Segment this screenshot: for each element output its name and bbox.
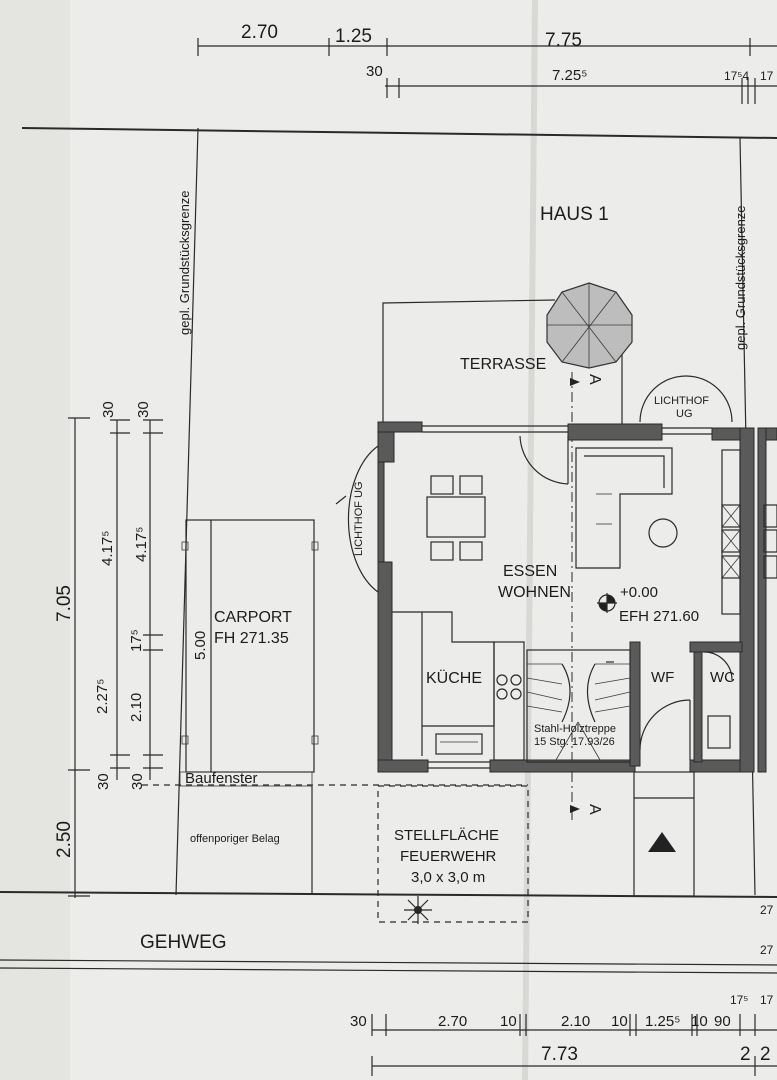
dim-c2-bot: 30 — [129, 773, 146, 790]
right-edge-dim-2: 27 — [760, 943, 774, 957]
stair-label-1: Stahl-Holztreppe — [534, 723, 616, 735]
room-label-wohnen: WOHNEN — [498, 584, 571, 601]
right-edge-dim-1: 27 — [760, 903, 774, 917]
dim-c2-mid: 4.17⁵ — [133, 527, 150, 562]
shelf-icon — [721, 504, 777, 579]
paper-shadow-left — [0, 0, 70, 1080]
chair — [459, 475, 483, 495]
entrance-triangle-icon — [648, 832, 676, 852]
dim-bottom-h: 90 — [714, 1013, 731, 1030]
carport-label-2: FH 271.35 — [214, 630, 289, 647]
dim-c1-mid: 4.17⁵ — [99, 531, 116, 566]
dim-c2-a: 17⁵ — [128, 629, 145, 652]
sofa — [575, 447, 673, 569]
dim-bottom-k: 7.73 — [541, 1044, 578, 1065]
oven — [435, 733, 483, 755]
carport-label-1: CARPORT — [214, 609, 292, 626]
house-label: HAUS 1 — [540, 204, 609, 225]
front-yard: Baufenster offenporiger Belag STELLFLÄCH… — [142, 770, 695, 924]
umbrella-icon — [546, 282, 633, 369]
level-value: +0.00 — [620, 584, 658, 601]
room-label-essen: ESSEN — [503, 563, 557, 580]
baufenster-label: Baufenster — [185, 770, 258, 787]
stellflaeche-label-1: STELLFLÄCHE — [394, 827, 499, 844]
cooktop-icon — [496, 674, 522, 700]
dim-top-6: 17⁵4 — [724, 69, 749, 83]
dim-c2-low: 2.10 — [128, 693, 145, 722]
room-label-kueche: KÜCHE — [426, 669, 482, 687]
dim-c2-top: 30 — [135, 401, 152, 418]
gehweg-label: GEHWEG — [140, 932, 227, 953]
section-label-top: A — [586, 374, 603, 385]
left-dimension-chains: 7.05 2.50 30 4.17⁵ 2.27⁵ 30 30 4.17⁵ 17⁵… — [54, 401, 163, 898]
top-dimension-chain: 2.70 1.25 7.75 30 7.25⁵ 17⁵4 17 — [197, 22, 777, 104]
dim-bottom-f: 1.25⁵ — [645, 1013, 680, 1030]
furniture — [392, 435, 777, 763]
lamp-icon — [404, 896, 432, 924]
lichthof-top-label-2: UG — [676, 408, 693, 420]
bottom-dimension-chains: 30 2.70 10 2.10 10 1.25⁵ 10 90 17⁵ 17 7.… — [350, 993, 777, 1076]
stellflaeche-label-2: FEUERWEHR — [400, 848, 497, 865]
terrace-label: TERRASSE — [460, 356, 546, 373]
staircase — [526, 649, 631, 763]
section-marker-top — [570, 378, 580, 386]
lichthof-side: LICHTHOF UG — [335, 445, 379, 593]
toilet — [707, 715, 731, 749]
room-label-wc: WC — [710, 669, 735, 686]
dim-bottom-d: 2.10 — [561, 1013, 590, 1030]
terrace: TERRASSE A LICHTHOF UG — [382, 282, 733, 820]
section-label-bottom: A — [586, 804, 603, 815]
dim-top-3: 7.75 — [545, 30, 582, 51]
dim-left-bottom: 2.50 — [54, 821, 75, 858]
sidewalk: GEHWEG 27 27 — [0, 891, 777, 974]
dim-bottom-m: 2 — [760, 1044, 771, 1065]
dim-c1-top: 30 — [100, 401, 117, 418]
dining-table — [426, 496, 486, 538]
dim-bottom-e: 10 — [611, 1013, 628, 1030]
carport-dim: 5.00 — [192, 631, 209, 660]
dim-bottom-l: 2 — [740, 1044, 751, 1065]
dim-bottom-i: 17⁵ — [730, 993, 748, 1007]
dim-top-2: 1.25 — [335, 26, 372, 47]
belag-label: offenporiger Belag — [190, 833, 280, 845]
dim-c1-low: 2.27⁵ — [94, 679, 111, 714]
dim-left-total: 7.05 — [54, 585, 75, 622]
chair — [459, 541, 483, 561]
section-marker-bottom — [570, 805, 580, 813]
efh-value: EFH 271.60 — [619, 608, 699, 625]
lichthof-top-label-1: LICHTHOF — [654, 395, 709, 407]
room-label-wf: WF — [651, 669, 674, 686]
dim-bottom-g: 10 — [691, 1013, 708, 1030]
dim-bottom-c: 10 — [500, 1013, 517, 1030]
level-marker-icon — [597, 593, 617, 613]
dim-bottom-b: 2.70 — [438, 1013, 467, 1030]
dim-bottom-j: 17 — [760, 993, 774, 1007]
chair — [430, 475, 454, 495]
side-table — [648, 518, 678, 548]
dim-top-1: 2.70 — [241, 22, 278, 43]
carport: CARPORT FH 271.35 5.00 — [181, 519, 319, 773]
boundary-label-right: gepl. Grundstücksgrenze — [733, 205, 748, 350]
dim-top-7: 17 — [760, 69, 774, 83]
dim-c1-bot: 30 — [95, 773, 112, 790]
stair-label-2: 15 Stg. 17.93/26 — [534, 736, 615, 748]
dim-bottom-a: 30 — [350, 1013, 367, 1030]
stellflaeche-label-3: 3,0 x 3,0 m — [411, 869, 485, 886]
boundary-label-left: gepl. Grundstücksgrenze — [177, 190, 192, 335]
paper-fold — [522, 0, 538, 1080]
dim-top-5: 7.25⁵ — [552, 67, 587, 84]
chair — [430, 541, 454, 561]
lichthof-side-label: LICHTHOF UG — [353, 481, 365, 556]
dim-top-4: 30 — [366, 63, 383, 80]
